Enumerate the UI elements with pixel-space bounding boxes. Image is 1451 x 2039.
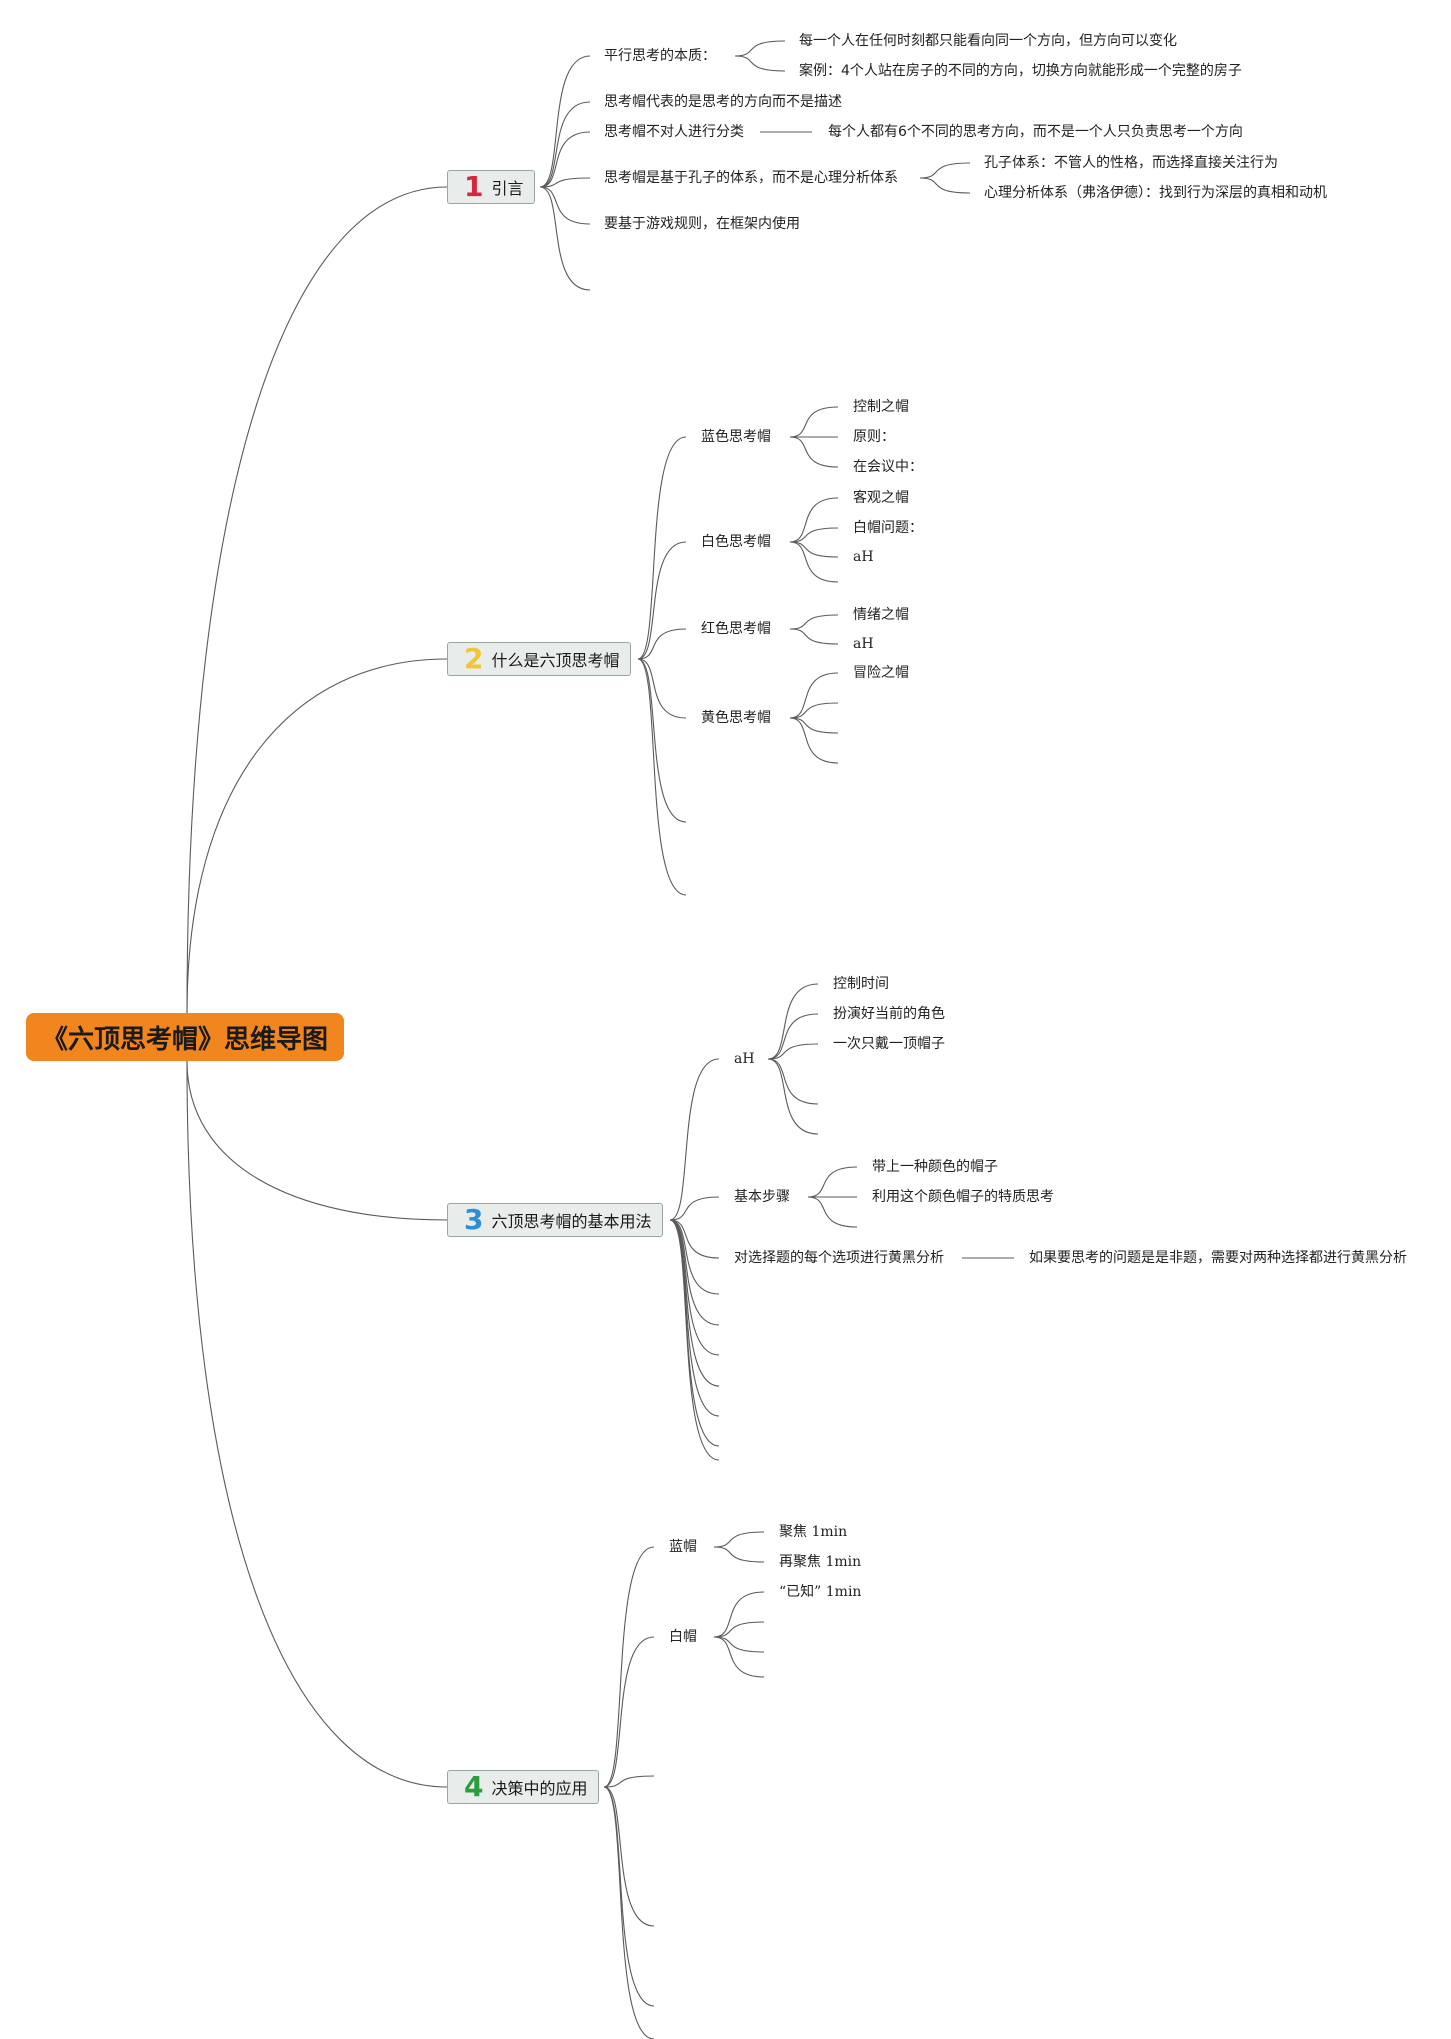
topic-confucius-system[interactable]: 思考帽是基于孔子的体系，而不是心理分析体系 [604,170,898,186]
topic-parallel-thinking[interactable]: 平行思考的本质： [604,48,716,64]
leaf-control-time[interactable]: 控制时间 [833,976,889,992]
leaf-ah[interactable]: aH [853,549,874,565]
branch-what-is[interactable]: 2 什么是六顶思考帽 [447,642,631,676]
leaf-focus[interactable]: 聚焦 1min [779,1524,848,1540]
topic-blue-hat[interactable]: 蓝帽 [669,1539,697,1555]
leaf-emotion-hat[interactable]: 情绪之帽 [853,607,909,623]
topic-blue-hat[interactable]: 蓝色思考帽 [701,429,771,445]
topic-ah[interactable]: aH [734,1051,755,1067]
branch-decision-label: 决策中的应用 [491,1779,588,1798]
leaf-white-questions[interactable]: 白帽问题： [853,520,923,536]
leaf-psychoanalysis[interactable]: 心理分析体系（弗洛伊德）：找到行为深层的真相和动机 [984,185,1327,201]
leaf-yes-no[interactable]: 如果要思考的问题是是非题，需要对两种选择都进行黄黑分析 [1029,1250,1407,1266]
branch-what-is-label: 什么是六顶思考帽 [491,651,620,670]
leaf-play-role[interactable]: 扮演好当前的角色 [833,1006,945,1022]
topic-red-hat[interactable]: 红色思考帽 [701,621,771,637]
topic-white-hat[interactable]: 白帽 [669,1629,697,1645]
leaf-house-case[interactable]: 案例：4个人站在房子的不同的方向，切换方向就能形成一个完整的房子 [799,63,1242,79]
leaf-refocus[interactable]: 再聚焦 1min [779,1554,862,1570]
topic-yellow-hat[interactable]: 黄色思考帽 [701,710,771,726]
leaf-in-meeting[interactable]: 在会议中： [853,459,923,475]
leaf-one-hat[interactable]: 一次只戴一顶帽子 [833,1036,945,1052]
number-3-icon: 3 [464,1203,484,1236]
topic-hat-direction[interactable]: 思考帽代表的是思考的方向而不是描述 [604,94,842,110]
number-2-icon: 2 [464,642,484,675]
topic-no-classification[interactable]: 思考帽不对人进行分类 [604,124,744,140]
leaf-use-trait[interactable]: 利用这个颜色帽子的特质思考 [872,1189,1054,1205]
number-1-icon: 1 [464,170,484,203]
number-4-icon: 4 [464,1770,484,1803]
topic-yellow-black[interactable]: 对选择题的每个选项进行黄黑分析 [734,1250,944,1266]
leaf-known[interactable]: “已知” 1min [779,1584,862,1600]
leaf-control-hat[interactable]: 控制之帽 [853,399,909,415]
leaf-six-directions[interactable]: 每个人都有6个不同的思考方向，而不是一个人只负责思考一个方向 [828,124,1243,140]
branch-decision[interactable]: 4 决策中的应用 [447,1770,599,1804]
leaf-ah[interactable]: aH [853,636,874,652]
leaf-wear-hat[interactable]: 带上一种颜色的帽子 [872,1159,998,1175]
leaf-adventure-hat[interactable]: 冒险之帽 [853,665,909,681]
leaf-confucius[interactable]: 孔子体系：不管人的性格，而选择直接关注行为 [984,155,1278,171]
branch-intro[interactable]: 1 引言 [447,170,535,204]
branch-basic-usage[interactable]: 3 六顶思考帽的基本用法 [447,1203,663,1237]
branch-basic-usage-label: 六顶思考帽的基本用法 [491,1212,652,1231]
root-title: 《六顶思考帽》思维导图 [41,1024,328,1055]
leaf-objective-hat[interactable]: 客观之帽 [853,490,909,506]
root-topic[interactable]: 《六顶思考帽》思维导图 [26,1013,344,1061]
branch-intro-label: 引言 [491,179,524,198]
topic-basic-steps[interactable]: 基本步骤 [734,1189,790,1205]
topic-game-rules[interactable]: 要基于游戏规则，在框架内使用 [604,216,800,232]
topic-white-hat[interactable]: 白色思考帽 [701,534,771,550]
leaf-one-direction[interactable]: 每一个人在任何时刻都只能看向同一个方向，但方向可以变化 [799,33,1177,49]
leaf-principle[interactable]: 原则： [853,429,895,445]
